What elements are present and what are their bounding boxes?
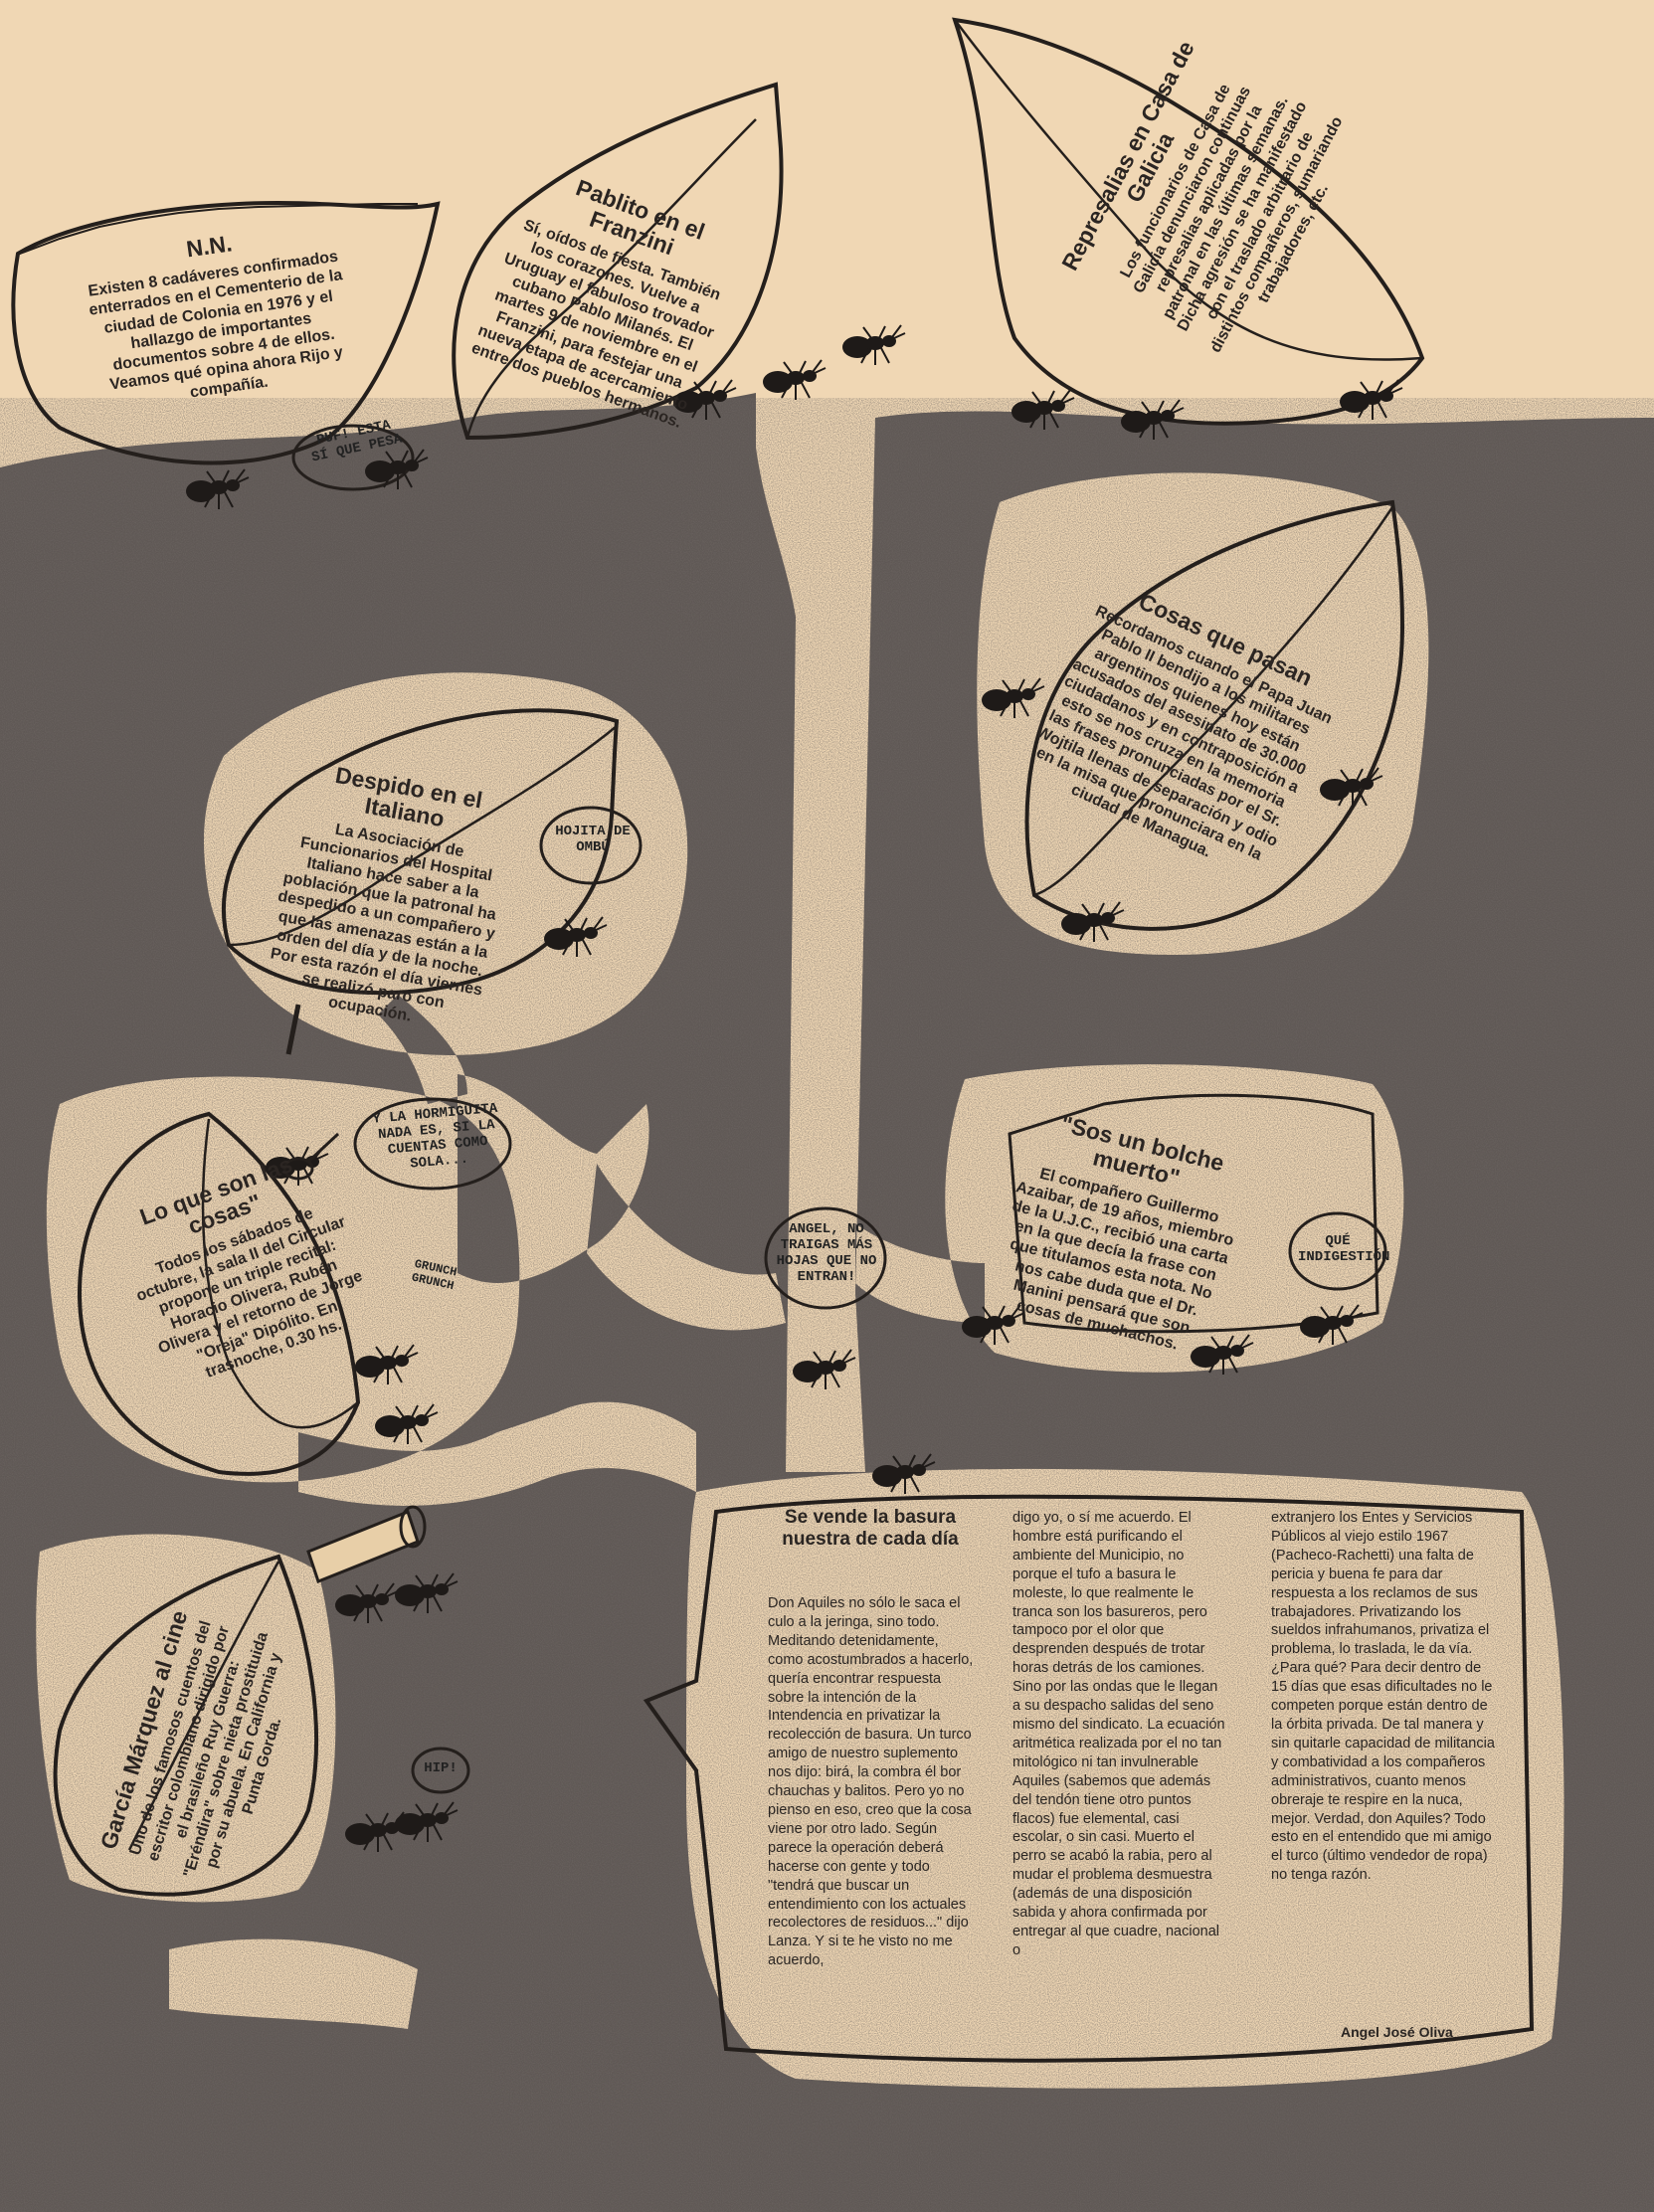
leaf-outlines xyxy=(11,17,1535,2063)
article-column-2: digo yo, o sí me acuerdo. El hombre está… xyxy=(1012,1510,1225,1958)
telescope-icon xyxy=(306,1505,427,1583)
speech-bubble-outlines xyxy=(291,424,1387,1794)
article-column-1: Don Aquiles no sólo le saca el culo a la… xyxy=(768,1595,974,1969)
note-body: La Asociación de Funcionarios del Hospit… xyxy=(269,821,498,1025)
note-frame xyxy=(1008,1093,1379,1334)
article-title: Se vende la basura nuestra de cada día xyxy=(782,1507,959,1550)
speech-bubble-hip: HIP! xyxy=(424,1760,458,1776)
guitar-icon xyxy=(282,1132,340,1181)
speech-bubble-hojita: HOJITA DE OMBÚ xyxy=(555,824,631,856)
leaf-icon xyxy=(221,708,620,1055)
note-despido: Despido en el Italiano La Asociación de … xyxy=(256,756,524,1039)
speech-bubble-indigestion: QUÉ INDIGESTIÓN xyxy=(1298,1233,1390,1266)
article-frame xyxy=(643,1494,1535,2063)
leaf-icon xyxy=(452,82,784,441)
speech-bubble-angel: ANGEL, NO TRAIGAS MÁS HOJAS QUE NO ENTRA… xyxy=(776,1221,877,1286)
leaf-icon xyxy=(11,200,441,465)
article-signature: Angel José Oliva xyxy=(1341,2024,1453,2040)
article-column-3: extranjero los Entes y Servicios Público… xyxy=(1271,1510,1495,1884)
leaf-icon xyxy=(53,1554,319,1897)
leaf-icon xyxy=(1024,499,1405,931)
soil-texture xyxy=(0,393,1654,2212)
leaf-icon xyxy=(77,1111,361,1476)
speech-bubble-hormiguita: Y LA HORMIGUITA NADA ES, SI LA CUENTAS C… xyxy=(371,1100,498,1173)
